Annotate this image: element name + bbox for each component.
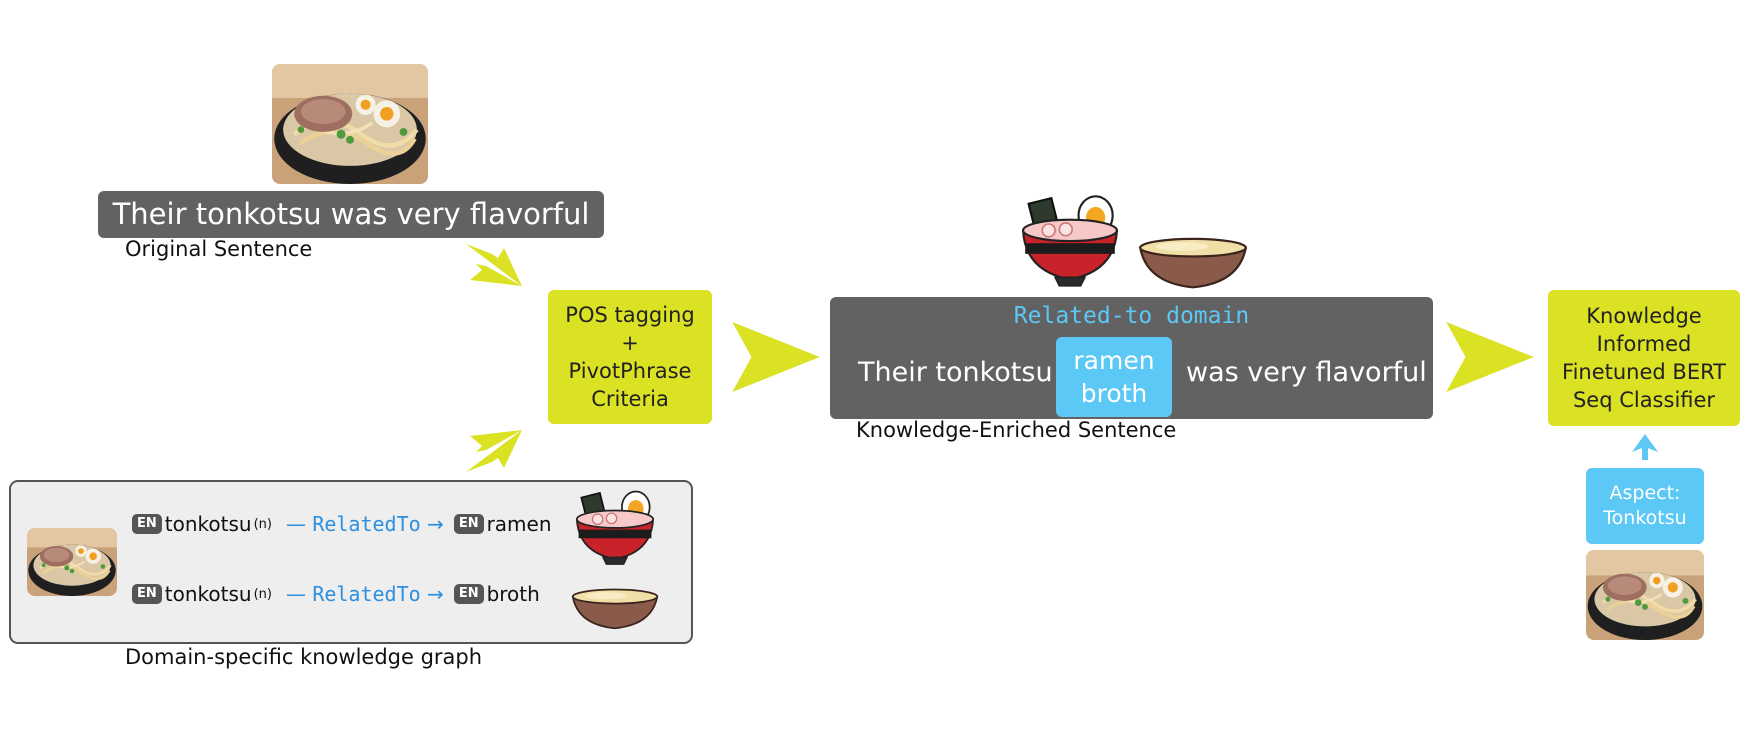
highlight-broth: broth bbox=[1080, 379, 1148, 408]
aspect-label: Aspect: Tonkotsu bbox=[1603, 482, 1687, 529]
lang-badge: EN bbox=[132, 514, 162, 534]
injected-knowledge-highlight: ramen broth bbox=[1056, 337, 1172, 417]
bert-classifier-box: Knowledge Informed Finetuned BERT Seq Cl… bbox=[1548, 290, 1740, 426]
lang-badge: EN bbox=[453, 514, 484, 534]
ramen-bowl-icon bbox=[1016, 192, 1124, 288]
sentence-prefix: Their tonkotsu bbox=[858, 357, 1053, 388]
sentence-suffix: was very flavorful bbox=[1186, 357, 1427, 388]
kg-subject-pos: (n) bbox=[253, 516, 272, 532]
classifier-label: Knowledge Informed Finetuned BERT Seq Cl… bbox=[1562, 304, 1726, 412]
ramen-photo-icon bbox=[27, 528, 117, 596]
related-to-domain-header: Related-to domain bbox=[1013, 303, 1250, 329]
enriched-sentence-caption: Knowledge-Enriched Sentence bbox=[856, 418, 1177, 442]
arrow-up-icon bbox=[1632, 434, 1658, 460]
kg-edge-row: EN tonkotsu (n) — RelatedTo → EN ramen bbox=[132, 508, 552, 540]
kg-relation-label: RelatedTo bbox=[312, 582, 421, 606]
kg-object: broth bbox=[486, 582, 540, 606]
broth-bowl-icon bbox=[571, 586, 659, 630]
highlight-ramen: ramen bbox=[1073, 346, 1155, 375]
lang-badge: EN bbox=[453, 584, 484, 604]
arrow-right-icon bbox=[732, 322, 820, 392]
pos-tagging-label: POS tagging + PivotPhrase Criteria bbox=[565, 303, 695, 411]
knowledge-enriched-sentence: Related-to domain Their tonkotsu ramen b… bbox=[830, 297, 1433, 419]
broth-bowl-icon bbox=[1138, 234, 1248, 290]
arrow-down-right-icon bbox=[466, 244, 522, 286]
kg-relation: — RelatedTo → bbox=[285, 582, 444, 606]
kg-subject: tonkotsu bbox=[164, 582, 252, 606]
knowledge-graph-panel: EN tonkotsu (n) — RelatedTo → EN ramen E… bbox=[9, 480, 693, 644]
ramen-photo-icon bbox=[1586, 550, 1704, 640]
ramen-photo-icon bbox=[272, 64, 428, 184]
arrow-right-icon bbox=[1446, 322, 1534, 392]
kg-relation-label: RelatedTo bbox=[312, 512, 421, 536]
knowledge-graph-caption: Domain-specific knowledge graph bbox=[125, 645, 483, 669]
kg-relation: — RelatedTo → bbox=[285, 512, 444, 536]
pos-tagging-box: POS tagging + PivotPhrase Criteria bbox=[548, 290, 712, 424]
kg-object: ramen bbox=[486, 512, 552, 536]
lang-badge: EN bbox=[132, 584, 162, 604]
aspect-box: Aspect: Tonkotsu bbox=[1586, 468, 1704, 544]
original-sentence-caption: Original Sentence bbox=[125, 237, 313, 261]
original-sentence: Their tonkotsu was very flavorful bbox=[98, 191, 604, 238]
kg-edge-row: EN tonkotsu (n) — RelatedTo → EN broth bbox=[132, 578, 540, 610]
kg-subject: tonkotsu bbox=[164, 512, 252, 536]
kg-subject-pos: (n) bbox=[253, 586, 272, 602]
ramen-bowl-icon bbox=[571, 488, 659, 566]
arrow-up-right-icon bbox=[466, 430, 522, 472]
